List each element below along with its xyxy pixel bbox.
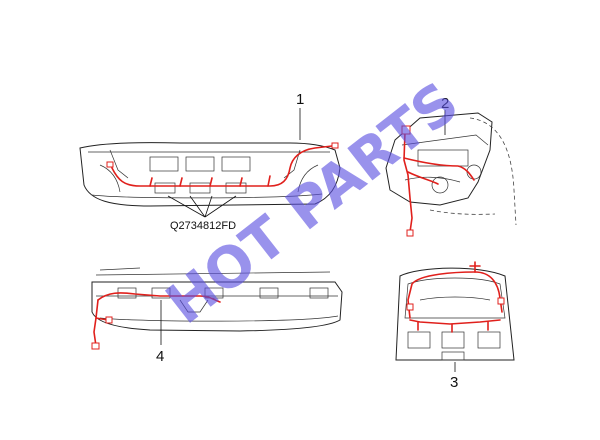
assembly-4-rear-bumper [91, 267, 343, 350]
callout-2: 2 [441, 95, 449, 112]
assembly-3-tailgate [395, 261, 515, 372]
assembly-2-rear-quarter [385, 110, 517, 237]
callout-1: 1 [296, 91, 304, 108]
part-code-label: Q2734812FD [170, 220, 236, 232]
callout-4: 4 [156, 348, 164, 365]
callout-3: 3 [450, 374, 458, 391]
assembly-1-front-bumper [79, 108, 341, 218]
